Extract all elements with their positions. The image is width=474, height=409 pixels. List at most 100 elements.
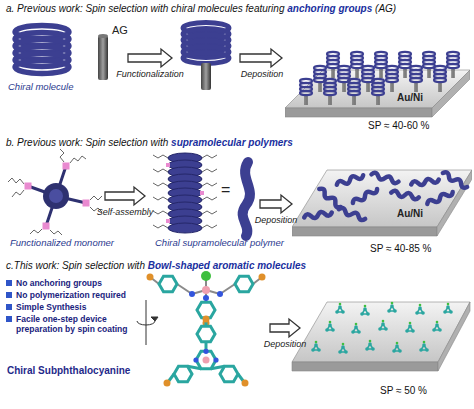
rotation-symbol	[137, 300, 158, 345]
small-molecule	[311, 341, 321, 352]
block-arrow	[105, 187, 145, 205]
arrow-label: Deposition	[241, 69, 284, 79]
pink-group	[63, 163, 70, 170]
figure-caption: Chiral molecule	[8, 82, 73, 93]
molecule-side-view	[147, 271, 266, 327]
coil-molecule	[15, 26, 69, 74]
cylinder-body	[98, 36, 108, 80]
rotation-arc	[137, 321, 155, 325]
arrow-label-part: Deposition	[241, 69, 284, 79]
alkyl-chain	[153, 155, 168, 158]
bullet-text-part: No anchoring groups	[16, 278, 102, 288]
plate-side	[438, 302, 470, 371]
nitrogen-atom	[203, 295, 209, 301]
arrow-label-part: Deposition	[264, 339, 307, 349]
bullet-text: No polymerization required	[16, 291, 126, 301]
alkyl-chain	[202, 155, 217, 158]
alkyl-chain	[202, 169, 217, 172]
small-molecule	[405, 322, 415, 333]
nitrogen-atom	[213, 357, 218, 362]
small-molecule	[432, 321, 442, 332]
pink-group	[200, 191, 204, 195]
substrate-plate: Au/Ni	[292, 162, 472, 247]
small-molecule	[392, 342, 402, 353]
arrow-label: Deposition	[264, 339, 307, 349]
figure-caption: Functionalized monomer	[10, 238, 114, 249]
small-molecule	[365, 340, 375, 351]
panel-heading-part: b. Previous work: Spin selection with	[6, 137, 168, 148]
spin-polarization-value-part: SP ≈ 40-60 %	[368, 120, 429, 131]
bromine-atom	[203, 316, 210, 323]
molecule-figure: Chiral molecule	[5, 22, 90, 94]
benzene-ring	[197, 302, 215, 318]
equals-sign-part: =	[221, 181, 230, 198]
cylinder-top	[98, 34, 108, 38]
small-molecule	[351, 323, 361, 334]
spin-polarization-value: SP ≈ 40-85 %	[370, 243, 431, 255]
nitrogen-atom	[193, 357, 198, 362]
panel-heading: c.This work: Spin selection withBowl-sha…	[6, 260, 306, 272]
spin-polarization-value: SP ≈ 50 %	[380, 385, 427, 397]
molecule-top-view	[164, 316, 249, 387]
figure-caption: AG	[112, 24, 128, 37]
polymer-worm	[243, 162, 250, 236]
alkyl-chain	[8, 178, 24, 184]
core-disc	[43, 183, 69, 209]
bullet-square	[6, 304, 12, 310]
equals-sign: =	[221, 181, 230, 199]
bromine-atom	[164, 380, 171, 387]
anchor-rod	[201, 63, 211, 90]
plate-front	[285, 108, 432, 117]
small-molecule	[325, 321, 335, 332]
panel-heading: b. Previous work: Spin selection withsup…	[6, 137, 293, 149]
monomer-figure: Functionalized monomer	[8, 148, 105, 250]
substrate-label: Au/Ni	[397, 208, 423, 220]
bullet-text: No anchoring groups	[16, 279, 102, 289]
benzene-ring	[174, 366, 192, 382]
small-molecule	[360, 305, 370, 316]
benzene-ring	[197, 326, 215, 342]
small-molecule	[338, 343, 348, 354]
stack-disc	[168, 223, 202, 233]
arrow-label: Deposition	[255, 215, 298, 225]
small-molecule	[335, 303, 345, 314]
pink-group	[43, 223, 50, 230]
plate-front	[292, 362, 438, 371]
panel-heading-part: supramolecular polymers	[171, 137, 293, 148]
arrow-label-part: Functionalization	[116, 69, 184, 79]
alkyl-chain	[50, 230, 62, 235]
panel-heading-part: anchoring groups	[287, 3, 372, 14]
figure-caption: Chiral supramolecular polymer	[155, 238, 284, 249]
coil-turn	[183, 53, 229, 64]
substrate-label: Au/Ni	[397, 92, 423, 104]
chlorine-atom	[201, 271, 211, 281]
plate-outline	[292, 162, 472, 247]
benzene-ring	[235, 276, 253, 292]
pink-group	[166, 163, 170, 167]
alkyl-chain	[90, 196, 102, 200]
molecule-figure: Chiral Subphthalocyanine	[140, 270, 270, 398]
bullet-text-part: spin coating	[77, 324, 127, 334]
bullet-text-part: Simple Synthesis	[16, 302, 86, 312]
block-arrow	[240, 49, 282, 67]
nitrogen-atom	[189, 291, 195, 297]
boron-atom	[202, 286, 210, 294]
alkyl-chain	[153, 225, 168, 228]
boron-atom	[203, 357, 210, 364]
bullet-text: Simple Synthesis	[16, 303, 86, 313]
alkyl-chain	[153, 169, 168, 172]
polymer-stack	[153, 153, 250, 236]
bullet-text: Facile one-step device preparation byspi…	[16, 315, 142, 335]
anchor-cylinder	[98, 34, 108, 80]
arrow-label: Self-assembly	[97, 207, 154, 217]
molecule-array	[311, 302, 453, 354]
alkyl-chain	[202, 197, 217, 200]
panel-heading-part: (AG)	[375, 3, 396, 14]
block-arrow	[128, 49, 172, 67]
monomer-figure	[8, 149, 102, 235]
spin-polarization-value-part: SP ≈ 50 %	[380, 385, 427, 396]
block-arrow	[270, 319, 300, 337]
bullet-square	[6, 280, 12, 286]
